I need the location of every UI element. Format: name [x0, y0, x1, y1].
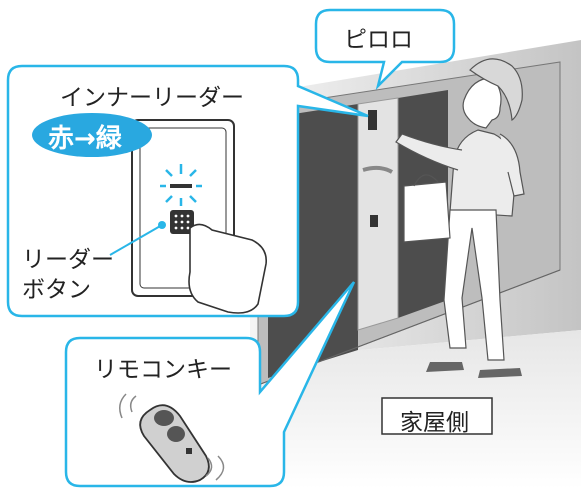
pointing-hand	[188, 223, 268, 314]
led-indicator	[170, 184, 192, 188]
remote-key-callout	[64, 281, 356, 488]
inner-reader-callout	[6, 64, 369, 318]
reader-button-label-line1: リーダー	[22, 247, 114, 273]
reader-button-label-line2: ボタン	[22, 277, 91, 303]
house-side-label: 家屋側	[400, 410, 469, 436]
woman-figure	[395, 58, 525, 378]
sound-bubble	[314, 8, 456, 91]
led-badge	[32, 113, 152, 157]
remote-key-icon	[139, 404, 210, 483]
remote-key-label: リモコンキー	[94, 357, 232, 383]
sound-label: ピロロ	[344, 27, 413, 53]
led-change-label: 赤→緑	[48, 124, 122, 154]
house-side-box	[381, 397, 493, 435]
inner-reader-device	[368, 110, 377, 130]
inner-reader-title: インナーリーダー	[60, 85, 244, 111]
led-flash-icon	[160, 164, 202, 206]
